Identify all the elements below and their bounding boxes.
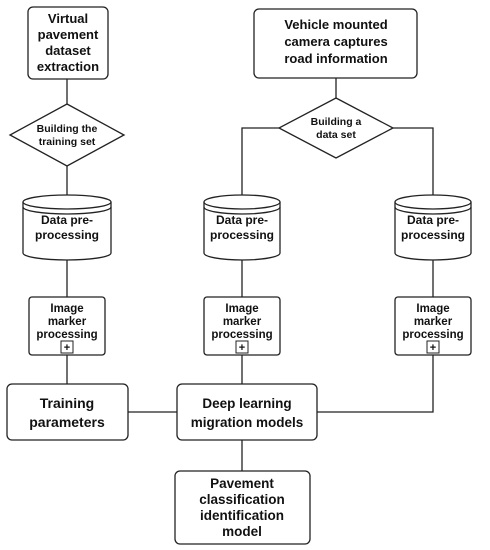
- node-label-line: Data pre-: [216, 213, 268, 227]
- node-label-line: processing: [210, 228, 274, 242]
- edge-data-decision-to-preprocess-right: [393, 127, 434, 195]
- node-label-line: marker: [223, 316, 262, 328]
- node-label-line: identification: [200, 508, 284, 523]
- node-label-line: marker: [48, 316, 87, 328]
- deep-learning-models-box: Deep learning migration models: [176, 383, 318, 441]
- marker-right-box: Image marker processing +: [394, 296, 472, 356]
- node-label-line: dataset: [45, 43, 91, 58]
- node-label-line: camera captures: [284, 34, 387, 49]
- marker-mid-box: Image marker processing +: [203, 296, 281, 356]
- node-label-line: Data pre-: [407, 213, 459, 227]
- expand-plus-icon: +: [64, 342, 70, 354]
- vehicle-camera-box: Vehicle mounted camera captures road inf…: [253, 8, 418, 79]
- node-label-line: Pavement: [210, 476, 274, 491]
- node-label-line: processing: [401, 228, 465, 242]
- preprocess-right-cylinder: Data pre- processing: [394, 194, 472, 261]
- connectors: [66, 78, 434, 471]
- marker-left-box: Image marker processing +: [28, 296, 106, 356]
- node-label-line: classification: [199, 492, 285, 507]
- node-label-line: Vehicle mounted: [284, 17, 387, 32]
- node-label-line: Building a: [311, 116, 362, 128]
- edge-data-decision-to-preprocess-mid: [241, 127, 279, 195]
- node-label-line: processing: [36, 329, 97, 341]
- node-label-line: training set: [39, 136, 96, 148]
- node-label-line: migration models: [191, 415, 304, 430]
- expand-plus-box: [235, 340, 249, 354]
- node-label-line: Image: [225, 303, 258, 315]
- expand-plus-box: [426, 340, 440, 354]
- training-parameters-box: Training parameters: [6, 383, 129, 441]
- data-set-decision: Building a data set: [277, 97, 395, 159]
- node-label-line: Image: [416, 303, 449, 315]
- node-label-line: Image: [50, 303, 83, 315]
- node-label-line: Deep learning: [202, 396, 291, 411]
- expand-plus-box: [60, 340, 74, 354]
- node-label-line: marker: [414, 316, 453, 328]
- node-label-line: Data pre-: [41, 213, 93, 227]
- node-label-line: processing: [402, 329, 463, 341]
- preprocess-left-cylinder: Data pre- processing: [22, 194, 112, 261]
- preprocess-mid-cylinder: Data pre- processing: [203, 194, 281, 261]
- node-label-line: pavement: [38, 27, 99, 42]
- classification-model-box: Pavement classification identification m…: [174, 470, 311, 545]
- node-label-line: Training: [40, 395, 94, 411]
- training-set-decision: Building the training set: [8, 103, 126, 167]
- node-label-line: Building the: [37, 123, 98, 135]
- virtual-dataset-extraction-box: Virtual pavement dataset extraction: [27, 6, 109, 80]
- node-label-line: road information: [284, 51, 387, 66]
- node-label-line: data set: [316, 129, 356, 141]
- edge-marker-right-to-deep-learning: [317, 355, 434, 413]
- expand-plus-icon: +: [430, 342, 436, 354]
- node-label-line: parameters: [29, 414, 105, 430]
- expand-plus-icon: +: [239, 342, 245, 354]
- node-label-line: processing: [211, 329, 272, 341]
- node-label-line: extraction: [37, 59, 99, 74]
- node-label-line: model: [222, 524, 262, 539]
- node-label-line: Virtual: [48, 11, 88, 26]
- node-label-line: processing: [35, 228, 99, 242]
